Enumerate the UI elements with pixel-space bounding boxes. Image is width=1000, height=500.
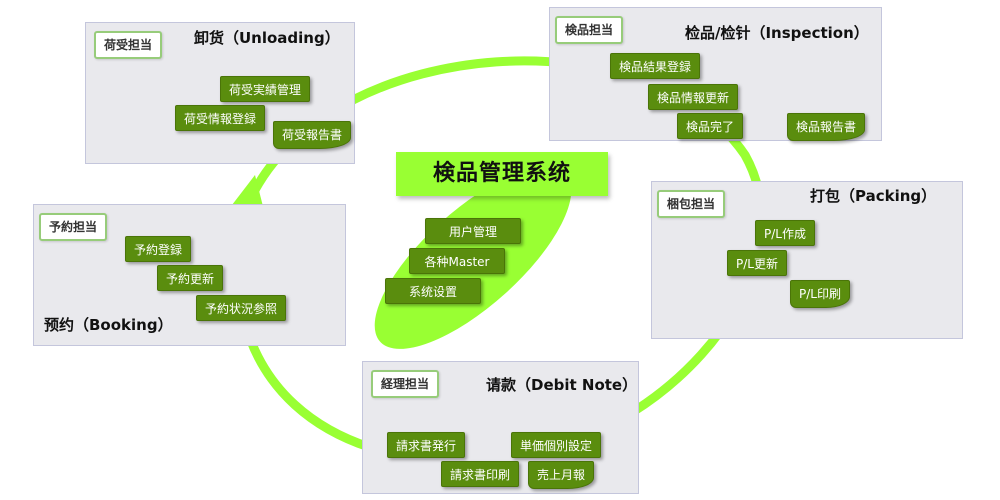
unloading-register-button[interactable]: 荷受情報登録 bbox=[175, 105, 266, 131]
packing-print-button[interactable]: P/L印刷 bbox=[790, 280, 850, 308]
booking-role-label: 予約担当 bbox=[39, 213, 108, 241]
booking-update-button[interactable]: 予約更新 bbox=[157, 265, 224, 291]
debit-issue-button[interactable]: 請求書発行 bbox=[387, 432, 466, 458]
system-settings-button[interactable]: 系统设置 bbox=[385, 278, 481, 304]
unloading-role-label: 荷受担当 bbox=[94, 31, 163, 59]
debit-unit-price-button[interactable]: 単価個別設定 bbox=[511, 432, 602, 458]
debit-role-label: 経理担当 bbox=[371, 370, 440, 398]
system-title: 検品管理系统 bbox=[396, 152, 608, 196]
debit-title: 请款（Debit Note） bbox=[486, 376, 638, 394]
booking-status-button[interactable]: 予約状況参照 bbox=[196, 295, 287, 321]
debit-print-button[interactable]: 請求書印刷 bbox=[441, 461, 520, 487]
unloading-report-button[interactable]: 荷受報告書 bbox=[273, 121, 352, 149]
packing-title: 打包（Packing） bbox=[810, 187, 937, 205]
debit-monthly-report-button[interactable]: 売上月報 bbox=[528, 461, 595, 489]
inspection-complete-button[interactable]: 検品完了 bbox=[677, 113, 744, 139]
unloading-title: 卸货（Unloading） bbox=[194, 29, 340, 47]
inspection-result-button[interactable]: 検品結果登録 bbox=[610, 53, 701, 79]
inspection-update-button[interactable]: 検品情報更新 bbox=[648, 84, 739, 110]
booking-register-button[interactable]: 予約登録 bbox=[125, 236, 192, 262]
packing-create-button[interactable]: P/L作成 bbox=[755, 220, 815, 246]
packing-role-label: 梱包担当 bbox=[657, 190, 726, 218]
inspection-title: 检品/检针（Inspection） bbox=[685, 24, 869, 42]
packing-update-button[interactable]: P/L更新 bbox=[727, 250, 787, 276]
inspection-role-label: 検品担当 bbox=[555, 16, 624, 44]
booking-title: 预约（Booking） bbox=[44, 316, 173, 334]
master-settings-button[interactable]: 各种Master bbox=[409, 248, 505, 274]
unloading-results-button[interactable]: 荷受実績管理 bbox=[220, 76, 311, 102]
user-management-button[interactable]: 用户管理 bbox=[425, 218, 521, 244]
inspection-report-button[interactable]: 検品報告書 bbox=[787, 113, 866, 141]
